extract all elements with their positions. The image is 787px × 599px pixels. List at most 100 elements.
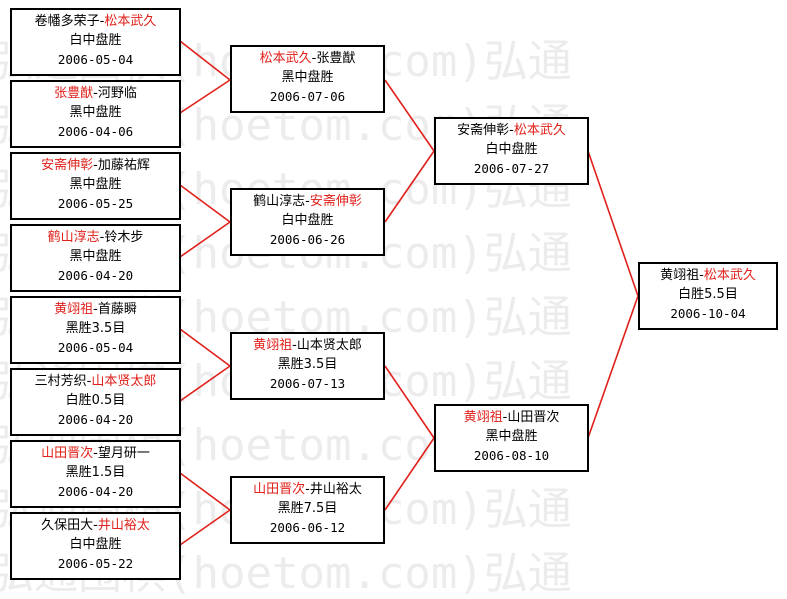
match-result: 黑胜3.5目 [277,357,338,372]
match-date: 2006-05-04 [57,340,134,355]
match-r1-6: 三村芳织-山本贤太郎 白胜0.5目 2006-04-20 [10,368,181,436]
match-r1-7: 山田晋次-望月研一 黑胜1.5目 2006-04-20 [10,440,181,508]
match-date: 2006-07-06 [269,89,346,104]
match-date: 2006-04-20 [57,484,134,499]
match-date: 2006-06-26 [269,232,346,247]
players-line: 黄翊祖-山本贤太郎 [253,338,362,353]
match-result: 白中盘胜 [485,142,538,157]
connector-line [179,365,231,402]
winner-name: 安斋伸彰 [309,194,362,209]
players-line: 三村芳织-山本贤太郎 [34,374,157,389]
winner-name: 张豊猷 [54,86,94,101]
match-date: 2006-05-04 [57,52,134,67]
player-name: 张豊猷 [316,51,356,66]
player-name: 加藤祐辉 [97,158,150,173]
match-date: 2006-04-06 [57,124,134,139]
connector-line [179,509,231,546]
player-name: 黄翊祖 [660,268,700,283]
match-date: 2006-07-13 [269,376,346,391]
connector-line [384,79,435,152]
winner-name: 松本武久 [259,51,312,66]
winner-name: 松本武久 [513,123,566,138]
player-name: 鹤山淳志 [253,194,306,209]
match-r3-1: 安斋伸彰-松本武久 白中盘胜 2006-07-27 [434,117,589,185]
player-name: 久保田大 [41,518,94,533]
connector-line [179,40,231,81]
players-line: 安斋伸彰-松本武久 [457,123,566,138]
player-name: 卷幡多荣子 [34,14,100,29]
connector-line [587,150,639,297]
match-r1-8: 久保田大-井山裕太 白中盘胜 2006-05-22 [10,512,181,580]
winner-name: 黄翊祖 [463,410,503,425]
match-result: 黑中盘胜 [69,105,122,120]
match-result: 白中盘胜 [69,33,122,48]
player-name: 安斋伸彰 [457,123,510,138]
match-result: 黑中盘胜 [485,429,538,444]
match-date: 2006-04-20 [57,268,134,283]
winner-name: 黄翊祖 [253,338,293,353]
winner-name: 鹤山淳志 [47,230,100,245]
players-line: 黄翊祖-松本武久 [660,268,756,283]
match-r1-5: 黄翊祖-首藤瞬 黑胜3.5目 2006-05-04 [10,296,181,364]
player-name: 河野临 [97,86,137,101]
winner-name: 安斋伸彰 [41,158,94,173]
player-name: 井山裕太 [309,482,362,497]
players-line: 安斋伸彰-加藤祐辉 [41,158,150,173]
winner-name: 山田晋次 [41,446,94,461]
connector-line [179,184,231,223]
match-result: 白中盘胜 [69,537,122,552]
connector-line [587,295,639,439]
match-result: 白胜5.5目 [678,287,738,302]
match-result: 黑中盘胜 [69,177,122,192]
match-r2-1: 松本武久-张豊猷 黑中盘胜 2006-07-06 [230,45,385,113]
match-date: 2006-05-22 [57,556,134,571]
match-result: 黑胜3.5目 [65,321,126,336]
players-line: 鹤山淳志-铃木步 [47,230,144,245]
match-date: 2006-04-20 [57,412,134,427]
match-date: 2006-07-27 [473,161,550,176]
connector-line [179,221,231,258]
match-r2-4: 山田晋次-井山裕太 黑胜7.5目 2006-06-12 [230,476,385,544]
match-result: 黑中盘胜 [69,249,122,264]
players-line: 山田晋次-望月研一 [41,446,150,461]
players-line: 黄翊祖-山田晋次 [463,410,560,425]
player-name: 铃木步 [104,230,144,245]
player-name: 山本贤太郎 [296,338,362,353]
winner-name: 井山裕太 [97,518,150,533]
player-name: 三村芳织 [34,374,87,389]
match-r3-2: 黄翊祖-山田晋次 黑中盘胜 2006-08-10 [434,404,589,472]
connector-line [179,328,231,367]
player-name: 首藤瞬 [97,302,137,317]
connector-line [384,365,435,439]
winner-name: 松本武久 [104,14,157,29]
match-date: 2006-06-12 [269,520,346,535]
match-result: 黑胜7.5目 [277,501,338,516]
match-r1-1: 卷幡多荣子-松本武久 白中盘胜 2006-05-04 [10,8,181,76]
players-line: 松本武久-张豊猷 [259,51,356,66]
match-r1-2: 张豊猷-河野临 黑中盘胜 2006-04-06 [10,80,181,148]
players-line: 卷幡多荣子-松本武久 [34,14,157,29]
match-result: 黑胜1.5目 [65,465,126,480]
player-name: 望月研一 [97,446,150,461]
players-line: 黄翊祖-首藤瞬 [54,302,137,317]
players-line: 山田晋次-井山裕太 [253,482,362,497]
match-date: 2006-05-25 [57,196,134,211]
winner-name: 松本武久 [703,268,756,283]
connector-line [179,472,231,511]
match-result: 黑中盘胜 [281,70,334,85]
match-result: 白中盘胜 [281,213,334,228]
player-name: 山田晋次 [507,410,560,425]
players-line: 张豊猷-河野临 [54,86,137,101]
players-line: 久保田大-井山裕太 [41,518,150,533]
match-date: 2006-08-10 [473,448,550,463]
connector-line [384,437,435,511]
match-r2-2: 鹤山淳志-安斋伸彰 白中盘胜 2006-06-26 [230,188,385,256]
players-line: 鹤山淳志-安斋伸彰 [253,194,362,209]
match-r1-4: 鹤山淳志-铃木步 黑中盘胜 2006-04-20 [10,224,181,292]
winner-name: 山田晋次 [253,482,306,497]
match-date: 2006-10-04 [670,306,746,321]
match-result: 白胜0.5目 [65,393,126,408]
match-final: 黄翊祖-松本武久 白胜5.5目 2006-10-04 [638,262,778,330]
match-r1-3: 安斋伸彰-加藤祐辉 黑中盘胜 2006-05-25 [10,152,181,220]
